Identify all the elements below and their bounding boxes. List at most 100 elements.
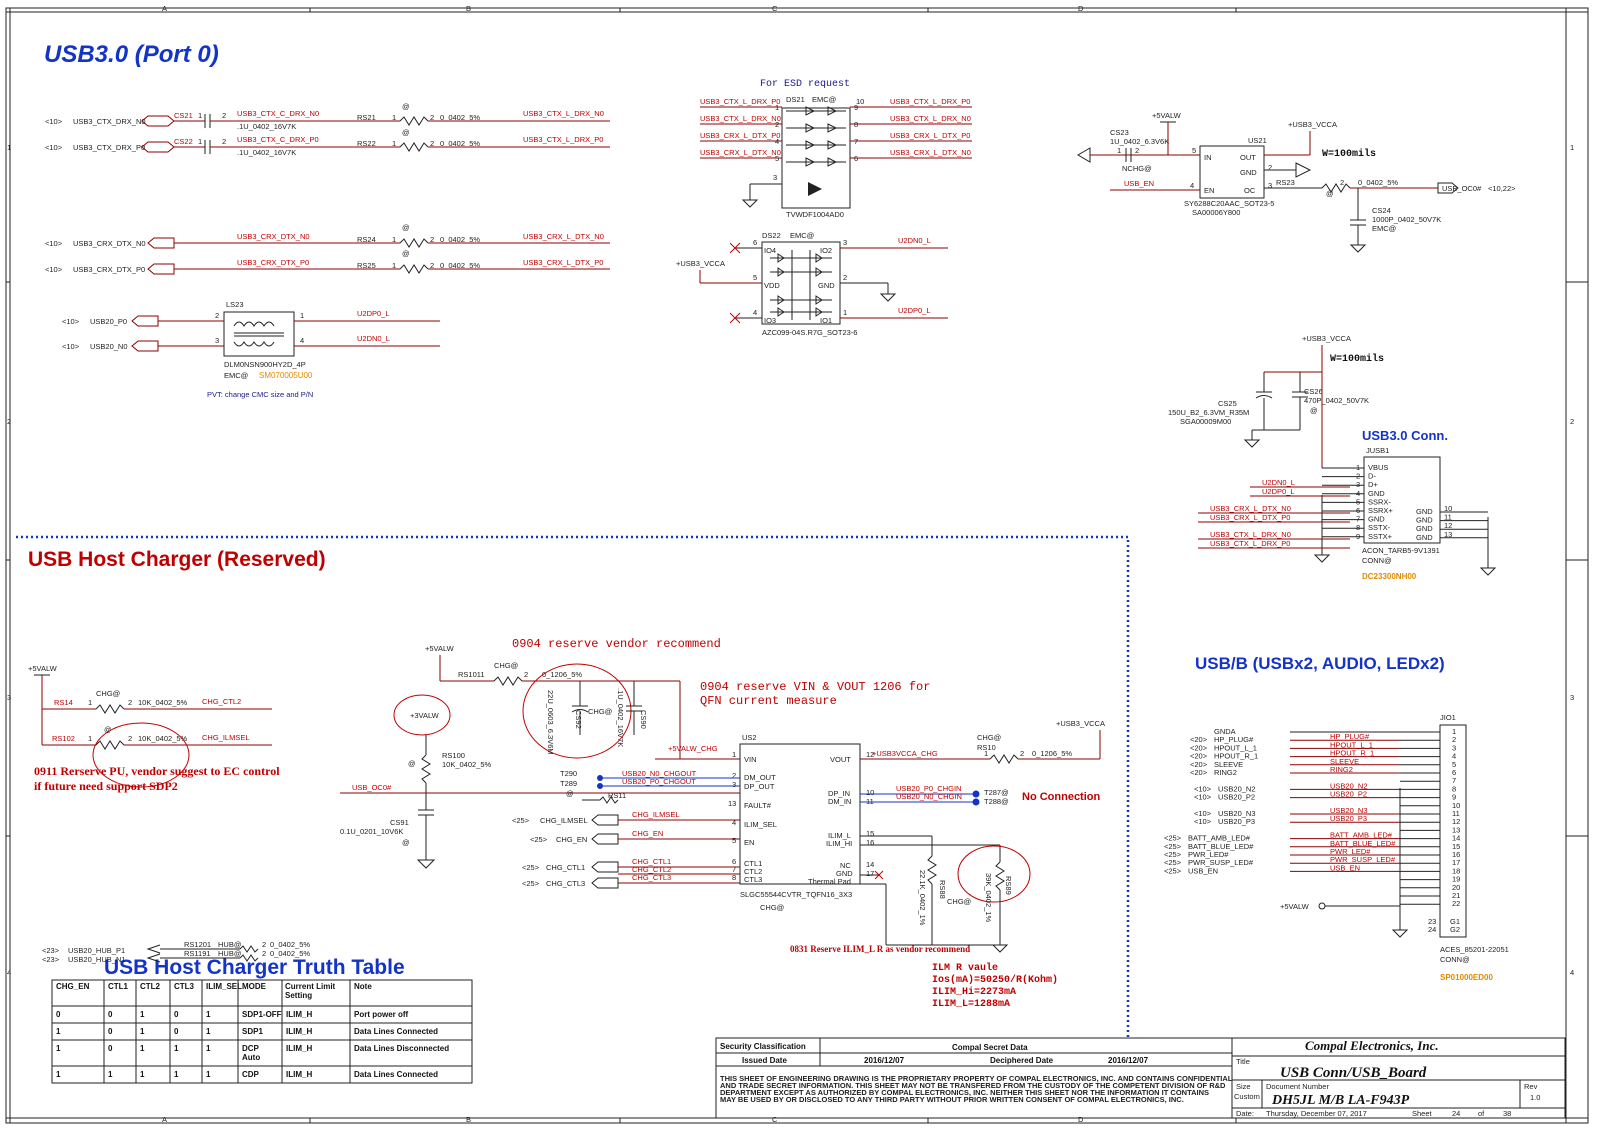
- svg-text:1000P_0402_50V7K: 1000P_0402_50V7K: [1372, 215, 1441, 224]
- conn-pin-label: GND: [1368, 489, 1385, 498]
- svg-text:DM_OUT: DM_OUT: [744, 773, 776, 782]
- conn-gnd-label: GND: [1416, 524, 1433, 533]
- truth-cell: 1: [56, 1070, 61, 1079]
- title-usbb: USB/B (USBx2, AUDIO, LEDx2): [1195, 654, 1445, 673]
- svg-text:24: 24: [1428, 925, 1436, 934]
- conn-gnd-label: GND: [1416, 533, 1433, 542]
- svg-text:+USB3_VCCA: +USB3_VCCA: [1056, 719, 1105, 728]
- svg-text:CHG_ILMSEL: CHG_ILMSEL: [540, 816, 588, 825]
- note-reserve-pu-1: 0911 Rerserve PU, vendor suggest to EC c…: [34, 764, 280, 778]
- svg-text:CS92: CS92: [574, 710, 583, 729]
- svg-text:+3VALW: +3VALW: [410, 711, 440, 720]
- svg-text:DEPARTMENT EXCEPT AS AUTHORIZE: DEPARTMENT EXCEPT AS AUTHORIZED BY COMPA…: [720, 1088, 1209, 1097]
- svg-text:USB20_P0_CHGOUT: USB20_P0_CHGOUT: [622, 777, 696, 786]
- svg-text:IO3: IO3: [764, 316, 776, 325]
- svg-text:2: 2: [1135, 146, 1139, 155]
- svg-text:RS102: RS102: [52, 734, 75, 743]
- svg-text:<10>: <10>: [45, 239, 63, 248]
- truth-cell: ILIM_H: [286, 1027, 312, 1036]
- truth-cell: 1: [206, 1010, 211, 1019]
- svg-text:2: 2: [1340, 178, 1344, 187]
- zone-row: 3: [7, 693, 11, 702]
- zone-col: B: [466, 1115, 471, 1124]
- svg-text:@: @: [402, 223, 410, 232]
- svg-text:ACON_TARB5-9V1391: ACON_TARB5-9V1391: [1362, 546, 1440, 555]
- svg-text:RS21: RS21: [357, 113, 376, 122]
- svg-text:Ios(mA)=50250/R(Kohm): Ios(mA)=50250/R(Kohm): [932, 974, 1058, 986]
- svg-text:3: 3: [773, 173, 777, 182]
- jio-net-label: HP_PLUG#: [1330, 732, 1370, 741]
- truth-cell: 1: [56, 1027, 61, 1036]
- conn-net: U2DP0_L: [1262, 487, 1295, 496]
- svg-text:ACES_85201-22051: ACES_85201-22051: [1440, 945, 1509, 954]
- svg-text:OC: OC: [1244, 186, 1256, 195]
- svg-text:CHG_CTL1: CHG_CTL1: [632, 857, 671, 866]
- jio-ref: <20>: [1190, 735, 1208, 744]
- jio-left-net: HP_PLUG#: [1214, 735, 1254, 744]
- svg-text:RS1011: RS1011: [458, 670, 485, 679]
- zone-row: 1: [7, 143, 11, 152]
- svg-text:Security Classification: Security Classification: [720, 1042, 806, 1051]
- svg-text:+USB3VCCA_CHG: +USB3VCCA_CHG: [872, 749, 938, 758]
- zone-col: A: [162, 1115, 167, 1124]
- svg-text:1.0: 1.0: [1530, 1093, 1540, 1102]
- truth-cell: 1: [140, 1044, 145, 1053]
- ds21-net-left: USB3_CRX_L_DTX_N0: [700, 148, 781, 157]
- truth-header: Note: [354, 982, 372, 991]
- svg-text:CS26: CS26: [1304, 387, 1323, 396]
- svg-text:Title: Title: [1236, 1057, 1250, 1066]
- svg-text:2: 2: [430, 235, 434, 244]
- zone-row: 1: [1570, 143, 1574, 152]
- svg-text:9: 9: [1452, 793, 1456, 802]
- note-reserve-vin-2: QFN current measure: [700, 694, 837, 708]
- svg-text:4: 4: [1190, 181, 1194, 190]
- svg-text:2: 2: [524, 670, 528, 679]
- svg-text:DP_IN: DP_IN: [828, 789, 850, 798]
- svg-text:CHG@: CHG@: [947, 897, 971, 906]
- svg-text:1: 1: [88, 734, 92, 743]
- jio-left-net: BATT_BLUE_LED#: [1188, 842, 1254, 851]
- svg-text:CTL3: CTL3: [744, 875, 762, 884]
- jio-left-net: USB20_P3: [1218, 817, 1255, 826]
- jio-left-net: BATT_AMB_LED#: [1188, 834, 1251, 843]
- zone-row: 3: [1570, 693, 1574, 702]
- zone-row: 4: [1570, 968, 1574, 977]
- truth-header: CHG_EN: [56, 982, 90, 991]
- svg-text:10K_0402_5%: 10K_0402_5%: [138, 698, 188, 707]
- svg-text:13: 13: [728, 799, 736, 808]
- usbb-connector-jio1: JIO1 12345678910111213141516171819202122…: [1164, 713, 1509, 982]
- truth-cell: 1: [108, 1070, 113, 1079]
- svg-text:HUB@: HUB@: [218, 949, 241, 958]
- svg-text:GND: GND: [1240, 168, 1257, 177]
- conn-pin-label: VBUS: [1368, 463, 1388, 472]
- svg-text:USB20_N0: USB20_N0: [90, 342, 128, 351]
- svg-text:4: 4: [775, 137, 779, 146]
- svg-text:10: 10: [1452, 801, 1460, 810]
- truth-cell: CDP: [242, 1070, 260, 1079]
- svg-text:6: 6: [732, 857, 736, 866]
- port-ref: <10>: [45, 117, 63, 126]
- svg-text:@: @: [408, 759, 416, 768]
- svg-text:EMC@: EMC@: [812, 95, 836, 104]
- svg-text:7: 7: [732, 865, 736, 874]
- svg-text:1: 1: [775, 103, 779, 112]
- svg-text:0_1206_5%: 0_1206_5%: [1032, 749, 1072, 758]
- jio-ref: <10>: [1194, 793, 1212, 802]
- svg-text:12: 12: [1444, 521, 1452, 530]
- jio-left-net: GNDA: [1214, 727, 1236, 736]
- svg-text:CONN@: CONN@: [1362, 556, 1392, 565]
- svg-text:@: @: [402, 838, 410, 847]
- svg-text:13: 13: [1452, 825, 1460, 834]
- svg-text:VIN: VIN: [744, 755, 757, 764]
- svg-text:ILIM_L: ILIM_L: [828, 831, 851, 840]
- truth-cell: SDP1: [242, 1027, 263, 1036]
- svg-text:5: 5: [775, 154, 779, 163]
- svg-text:CHG@: CHG@: [977, 733, 1001, 742]
- svg-text:13: 13: [1444, 530, 1452, 539]
- title-usb30-conn: USB3.0 Conn.: [1362, 428, 1448, 443]
- svg-text:IO1: IO1: [820, 316, 832, 325]
- svg-text:USB3_CRX_L_DTX_P0: USB3_CRX_L_DTX_P0: [523, 258, 603, 267]
- svg-text:6: 6: [854, 154, 858, 163]
- svg-text:ILIM_L=1288mA: ILIM_L=1288mA: [932, 999, 1010, 1010]
- svg-text:3: 3: [732, 780, 736, 789]
